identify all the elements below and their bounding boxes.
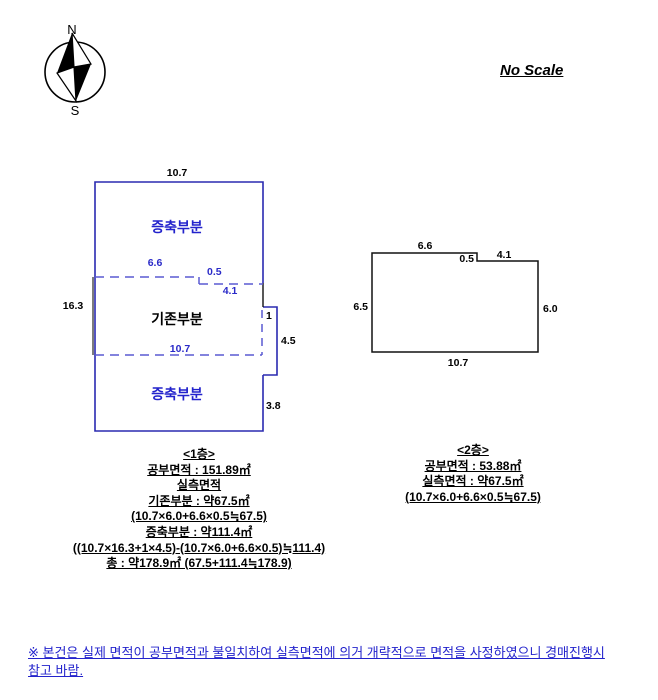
floor1-summary-line: (10.7×6.0+6.6×0.5≒67.5) — [131, 509, 267, 524]
floor1-summary-line: 증축부분 : 약111.4㎡ — [145, 524, 253, 539]
compass-needle-white-top — [71, 32, 92, 68]
floor1-bump-width: 1 — [266, 310, 272, 322]
floor2-dim-6-0: 6.0 — [543, 303, 558, 315]
floor1-dim-10-7-dashed: 10.7 — [170, 343, 191, 355]
floor1-summary-title: <1층> — [183, 447, 215, 461]
floor2-summary: <2층> 공부면적 : 53.88㎡ 실측면적 : 약67.5㎡ (10.7×6… — [353, 443, 593, 505]
floor2-summary-line: (10.7×6.0+6.6×0.5≒67.5) — [405, 489, 541, 504]
floor2-plan: 6.6 0.5 4.1 6.5 6.0 10.7 — [353, 240, 558, 369]
floor1-dim-top: 10.7 — [167, 167, 188, 179]
floor1-plan: 10.7 16.3 증축부분 기존부분 증축부분 6.6 0.5 4.1 10.… — [63, 167, 296, 432]
floor1-summary: <1층> 공부면적 : 151.89㎡ 실측면적 기존부분 : 약67.5㎡ (… — [40, 447, 358, 572]
no-scale-label: No Scale — [500, 62, 564, 79]
floor1-extension-bottom-label: 증축부분 — [151, 386, 203, 402]
floor1-existing-label: 기존부분 — [151, 311, 203, 327]
compass-south-label: S — [71, 103, 80, 118]
floor1-summary-line: 실측면적 — [176, 478, 222, 493]
floor1-summary-line: 총 : 약178.9㎡ (67.5+111.4≒178.9) — [106, 556, 292, 571]
floor2-dim-0-5: 0.5 — [459, 253, 474, 265]
compass-rose-icon: N S — [44, 22, 106, 118]
floor1-extension-top-label: 증축부분 — [151, 219, 203, 235]
floor1-dim-left: 16.3 — [63, 300, 84, 312]
floor1-dim-3-8: 3.8 — [266, 400, 281, 412]
floor2-dim-6-5: 6.5 — [353, 301, 368, 313]
floor1-outline-blue — [94, 181, 264, 432]
appraisal-note-line1: ※ 본건은 실제 면적이 공부면적과 불일치하여 실측면적에 의거 개략적으로 … — [28, 645, 605, 660]
floor2-dim-10-7: 10.7 — [448, 357, 469, 369]
floor1-summary-line: 공부면적 : 151.89㎡ — [147, 462, 251, 477]
floor1-summary-line: 기존부분 : 약67.5㎡ — [148, 493, 250, 508]
floor2-dim-4-1: 4.1 — [497, 249, 512, 261]
appraisal-note-line2: 참고 바람. — [28, 663, 84, 678]
floor1-bump-outline — [263, 306, 278, 376]
compass-needle-black-bottom — [74, 64, 91, 101]
floor2-summary-title: <2층> — [457, 443, 489, 457]
floor1-dim-4-1: 4.1 — [223, 285, 238, 297]
compass-needle-black-top — [57, 33, 74, 73]
floor2-dim-6-6: 6.6 — [418, 240, 433, 252]
floor1-dim-6-6: 6.6 — [148, 257, 163, 269]
appraisal-note: ※ 본건은 실제 면적이 공부면적과 불일치하여 실측면적에 의거 개략적으로 … — [28, 644, 644, 680]
floor1-dim-0-5: 0.5 — [207, 266, 222, 278]
compass-needle-white-bottom — [56, 66, 77, 104]
floor1-bump-height: 4.5 — [281, 335, 296, 347]
floor2-summary-line: 실측면적 : 약67.5㎡ — [422, 474, 524, 489]
floor1-summary-line: ((10.7×16.3+1×4.5)-(10.7×6.0+6.6×0.5)≒11… — [72, 540, 326, 555]
floor2-summary-line: 공부면적 : 53.88㎡ — [424, 458, 522, 473]
compass-north-label: N — [67, 22, 76, 37]
floor2-outline — [371, 252, 539, 353]
